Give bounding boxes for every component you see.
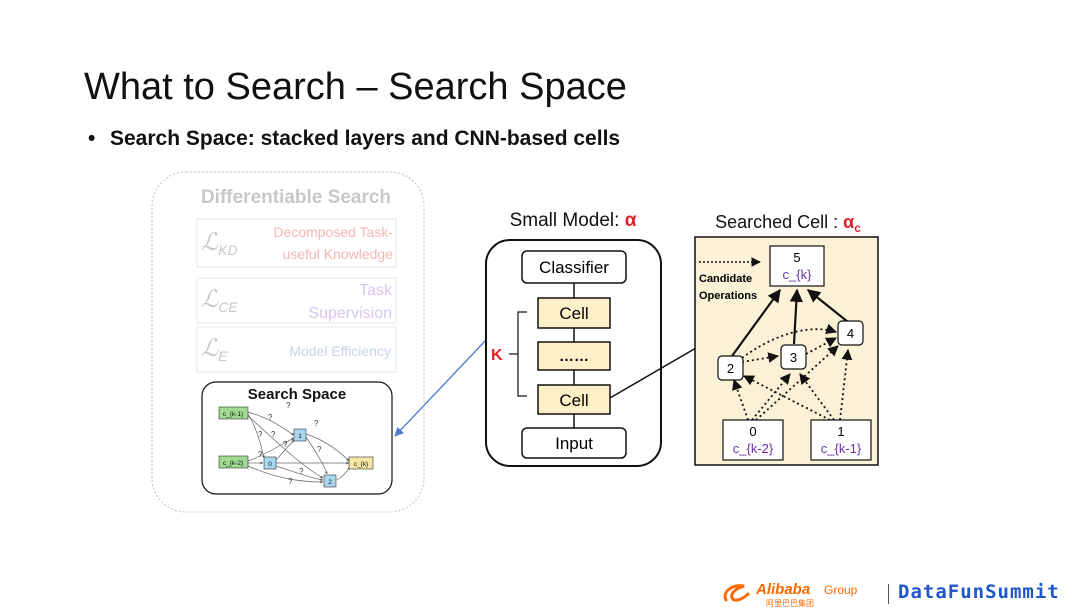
link-arrow (394, 339, 487, 437)
svg-text:?: ? (286, 401, 291, 410)
svg-text:?: ? (288, 477, 293, 486)
small-model: Small Model: α Classifier Cell …… Cell I… (485, 210, 662, 467)
loss-e-symbol: ℒE (201, 335, 228, 364)
loss-kd-symbol: ℒKD (201, 229, 238, 258)
cell-block-bottom (537, 384, 611, 415)
search-space-box: Search Space ? ? ? ? ? (201, 381, 393, 495)
search-space-nodes: c_{k-1} c_{k-2} 0 1 2 c_{k} (218, 406, 374, 488)
loss-kd-box (196, 218, 397, 268)
bullet-dot: • (88, 127, 96, 150)
node-4 (837, 320, 864, 346)
node-0 (722, 419, 784, 461)
svg-text:Group: Group (824, 583, 858, 597)
loss-e: ℒE Model Efficiency (196, 326, 397, 373)
svg-text:阿里巴巴集团: 阿里巴巴集团 (766, 598, 814, 608)
loss-e-box (196, 326, 397, 373)
searched-cell-title: Searched Cell : αc (715, 212, 861, 235)
node-5 (769, 245, 825, 287)
datafun-brand: DataFunSummit (898, 581, 1060, 603)
loss-ce-box (196, 277, 397, 324)
svg-text:?: ? (314, 419, 319, 428)
searched-cell: Searched Cell : αc Candidate Operations … (694, 212, 879, 466)
node-1 (293, 428, 307, 442)
svg-text:c_{k}: c_{k} (354, 461, 369, 468)
svg-text:?: ? (258, 430, 263, 439)
loss-ce: ℒCE Task Supervision (196, 277, 397, 324)
search-space-title: Search Space (248, 386, 346, 403)
node-3 (780, 344, 807, 370)
node-3-id: 3 (790, 350, 797, 365)
bullet-point: • Search Space: stacked layers and CNN-ba… (88, 127, 620, 151)
svg-text:Alibaba: Alibaba (755, 581, 810, 598)
cell-bottom-label: Cell (559, 391, 588, 410)
svg-text:?: ? (268, 413, 273, 422)
node-ck (348, 456, 374, 470)
legend-label-1: Candidate (699, 273, 752, 285)
loss-ce-symbol: ℒCE (201, 286, 238, 315)
svg-text:c_{k-2}: c_{k-2} (223, 460, 244, 467)
svg-text:?: ? (299, 467, 304, 476)
cell-zoom-line (609, 347, 697, 399)
node-4-id: 4 (847, 326, 854, 341)
node-2 (717, 355, 744, 381)
loss-ce-label-2: Supervision (308, 305, 392, 322)
node-2-id: 2 (727, 361, 734, 376)
repeat-label: K (491, 347, 503, 364)
ellipsis-block (537, 341, 611, 371)
differentiable-search-panel: Differentiable Search ℒKD Decomposed Tas… (151, 171, 425, 513)
svg-text:?: ? (283, 440, 288, 449)
node-0-label: c_{k-2} (733, 441, 774, 456)
svg-text:0: 0 (268, 461, 272, 468)
node-1 (810, 419, 872, 461)
classifier-label: Classifier (539, 258, 609, 277)
node-ck1 (218, 406, 249, 420)
input-block (521, 427, 627, 459)
loss-kd-label-1: Decomposed Task- (273, 224, 393, 240)
svg-text:1: 1 (298, 433, 302, 440)
cell-block-top (537, 297, 611, 329)
node-ck2 (218, 455, 249, 469)
node-5-label: c_{k} (783, 267, 813, 282)
ellipsis-label: …… (559, 348, 589, 365)
legend-label-2: Operations (699, 290, 757, 302)
search-space-edge-labels: ? ? ? ? ? ? ? ? ? ? (258, 401, 322, 486)
cell-top-label: Cell (559, 304, 588, 323)
bullet-text: Search Space: stacked layers and CNN-bas… (110, 127, 621, 150)
svg-text:c_{k-1}: c_{k-1} (223, 411, 244, 418)
small-model-title: Small Model: α (510, 210, 637, 231)
footer-separator (888, 584, 889, 604)
search-space-edges (247, 411, 351, 484)
node-1-id: 1 (837, 424, 844, 439)
loss-kd: ℒKD Decomposed Task- useful Knowledge (196, 218, 397, 268)
classifier-block (521, 250, 627, 284)
svg-text:?: ? (271, 430, 276, 439)
alibaba-logo: Alibaba Group 阿里巴巴集团 (723, 581, 858, 608)
slide-title: What to Search – Search Space (84, 66, 627, 108)
node-0-id: 0 (749, 424, 756, 439)
panel-title: Differentiable Search (201, 187, 391, 208)
loss-ce-label-1: Task (359, 282, 393, 299)
node-1-label: c_{k-1} (821, 441, 862, 456)
node-0 (263, 456, 277, 470)
svg-text:?: ? (258, 450, 263, 459)
loss-e-label: Model Efficiency (289, 343, 391, 359)
node-5-id: 5 (793, 250, 800, 265)
svg-text:?: ? (317, 445, 322, 454)
candidate-edges (732, 323, 853, 421)
loss-kd-label-2: useful Knowledge (282, 246, 393, 262)
selected-edges (731, 288, 849, 357)
node-2 (323, 474, 337, 488)
svg-text:2: 2 (328, 479, 332, 486)
input-label: Input (555, 434, 593, 453)
